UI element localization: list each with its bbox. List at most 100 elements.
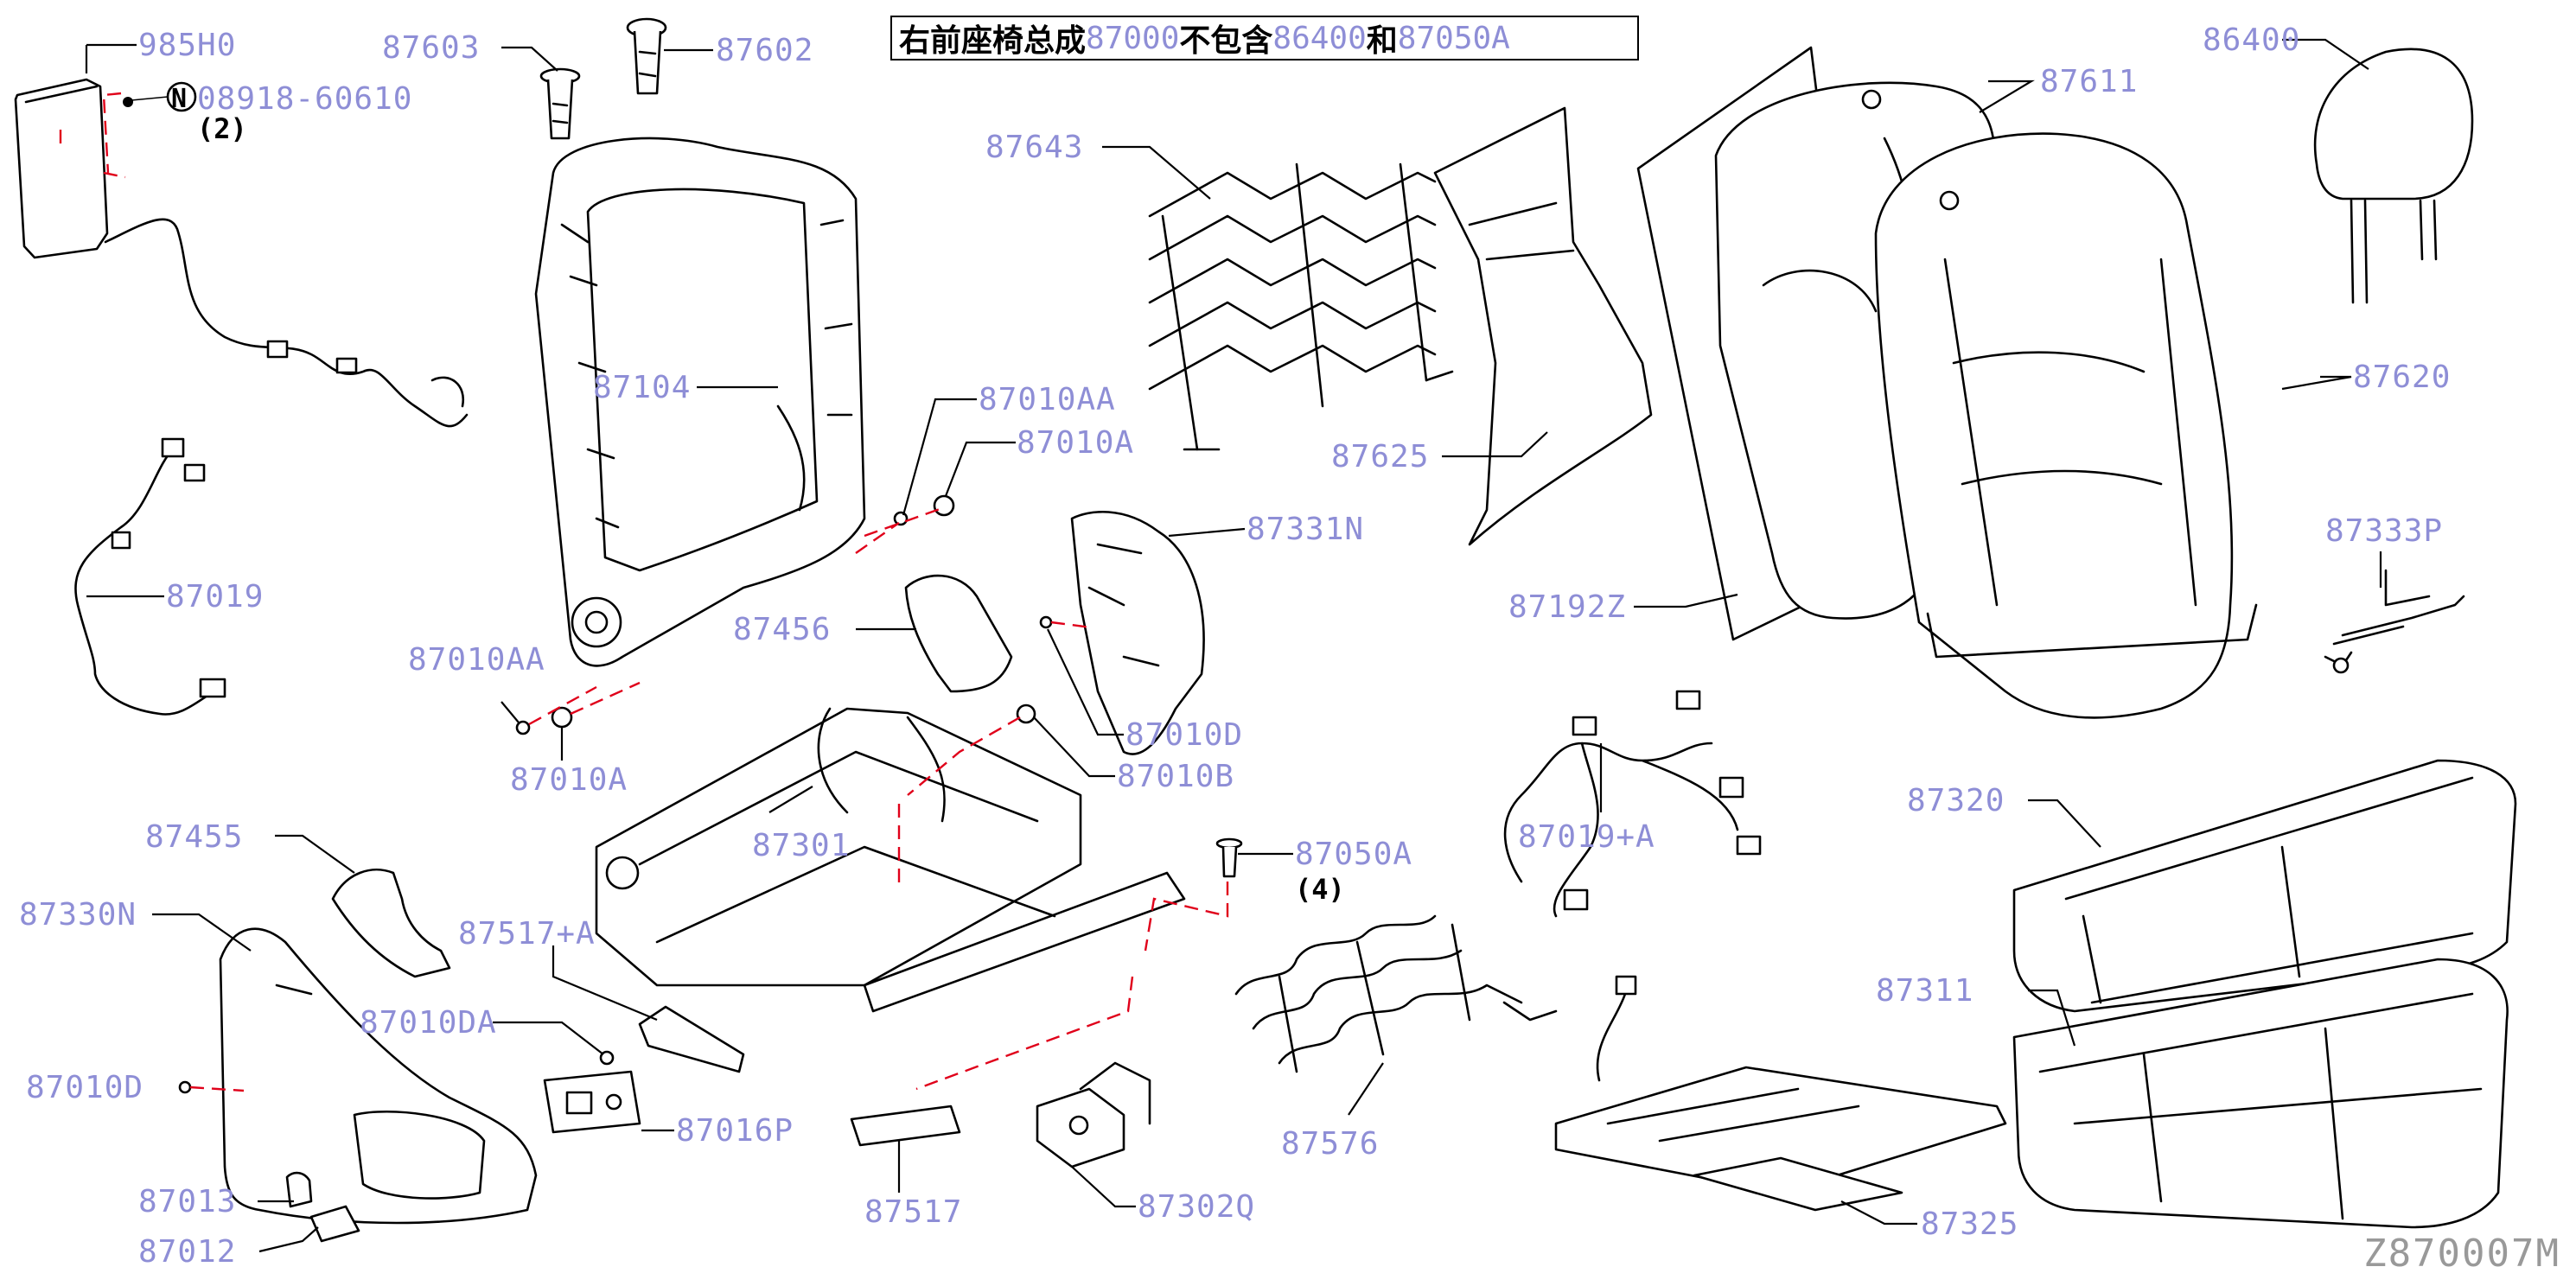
install-lines-low	[528, 681, 641, 726]
callout-985H0: 985H0	[138, 28, 236, 63]
bolt-87010B	[1016, 703, 1036, 724]
leader-08918	[131, 96, 169, 101]
screw-87010D-mid	[1039, 615, 1053, 629]
leader-87320	[2028, 799, 2101, 848]
callout-87010AA-low: 87010AA	[408, 642, 545, 678]
leader-87301	[768, 786, 813, 813]
callout-87330N: 87330N	[19, 897, 137, 933]
part-87019-harness	[74, 437, 226, 716]
callout-87301: 87301	[752, 828, 850, 863]
leader-87603	[501, 46, 558, 72]
part-87517A-cover	[638, 1005, 745, 1073]
callout-87016P: 87016P	[676, 1113, 794, 1149]
part-87603-guide	[539, 67, 581, 140]
part-87050A-bolt	[1215, 837, 1243, 878]
title-code1: 87000	[1086, 20, 1180, 56]
qty-87050A: (4)	[1295, 873, 1345, 906]
part-87104-back-frame	[534, 137, 866, 667]
bolt-87010AA-top	[893, 511, 909, 526]
install-87010B	[897, 716, 1021, 890]
callout-87576: 87576	[1281, 1126, 1379, 1162]
callout-87050A: 87050A	[1295, 837, 1412, 872]
part-87333P-bracket	[2324, 569, 2465, 674]
callout-87012: 87012	[138, 1234, 236, 1270]
callout-87010A-top: 87010A	[1017, 425, 1134, 461]
callout-87019: 87019	[166, 579, 264, 614]
callout-87311: 87311	[1876, 973, 1973, 1009]
part-87602-guide	[626, 17, 667, 95]
part-87016P-switch	[543, 1070, 641, 1134]
install-87050A	[915, 882, 1229, 1091]
part-87331N-cover	[1070, 510, 1205, 755]
callout-87010D-mid: 87010D	[1125, 717, 1243, 753]
part-87643-spring	[1148, 162, 1454, 451]
leader-86400	[2282, 38, 2369, 70]
leader-87010D-mid	[1047, 628, 1124, 736]
bolt-87010A-low	[551, 706, 573, 729]
callout-87331N: 87331N	[1247, 512, 1364, 547]
n-mark-letter: N	[171, 84, 187, 114]
callout-86400: 86400	[2203, 22, 2300, 58]
bolt-87010AA-low	[515, 720, 531, 735]
callout-87104: 87104	[593, 370, 691, 405]
callout-87010AA-top: 87010AA	[979, 382, 1116, 417]
qty-08918: (2)	[197, 112, 247, 145]
callout-87019A: 87019+A	[1518, 819, 1655, 855]
callout-08918-60610: 08918-60610	[197, 81, 412, 117]
callout-87643: 87643	[985, 130, 1083, 165]
part-87576-springs	[1234, 914, 1558, 1073]
callout-87517: 87517	[864, 1194, 962, 1230]
leader-87010DA	[493, 1021, 604, 1055]
callout-87010DA: 87010DA	[360, 1005, 497, 1041]
part-87301-cushion-frame	[595, 707, 1186, 1013]
callout-87333P: 87333P	[2325, 513, 2443, 549]
leader-87620	[2281, 375, 2352, 391]
callout-87325: 87325	[1921, 1206, 2018, 1242]
leader-87625	[1442, 431, 1548, 458]
part-87019A-harness	[1503, 690, 1762, 918]
part-87456-trim	[904, 574, 1013, 693]
leader-87302Q	[1071, 1166, 1136, 1208]
callout-87010A-low: 87010A	[510, 762, 628, 798]
callout-87603: 87603	[382, 30, 480, 66]
part-87012-knob	[309, 1205, 360, 1243]
title-code2: 86400	[1272, 20, 1367, 56]
leader-87611	[1979, 80, 2035, 113]
callout-87192Z: 87192Z	[1508, 589, 1626, 625]
leader-87331N	[1168, 527, 1246, 538]
leader-87330N	[152, 913, 252, 952]
part-87330N-shield	[219, 927, 538, 1225]
leader-87325	[1840, 1200, 1917, 1226]
install-87010D-low	[189, 1085, 245, 1092]
callout-87010B: 87010B	[1117, 759, 1234, 794]
diagram-title: 右前座椅总成 87000 不包含 86400 和 87050A	[890, 16, 1639, 60]
part-87517-bracket	[850, 1105, 961, 1147]
part-87625-pad	[1433, 106, 1653, 546]
callout-87455: 87455	[145, 819, 243, 855]
callout-87013: 87013	[138, 1184, 236, 1219]
callout-87620: 87620	[2353, 360, 2451, 395]
title-part2: 不包含	[1179, 23, 1273, 59]
leader-87576	[1348, 1062, 1384, 1116]
leader-87012	[258, 1226, 319, 1253]
part-87013-knob	[285, 1171, 313, 1208]
callout-87320: 87320	[1907, 783, 2005, 818]
drawing-number: Z870007M	[2363, 1232, 2560, 1276]
callout-87517A: 87517+A	[458, 916, 596, 952]
title-code3: 87050A	[1397, 20, 1510, 56]
title-part1: 右前座椅总成	[899, 23, 1087, 59]
install-lines-top	[855, 506, 943, 554]
part-87325-mat	[1554, 975, 2007, 1212]
leader-87010B	[1033, 716, 1115, 778]
callout-87611: 87611	[2040, 64, 2138, 99]
callout-87302Q: 87302Q	[1138, 1189, 1255, 1225]
callout-87602: 87602	[716, 33, 813, 68]
leader-87643	[1102, 145, 1211, 200]
part-87620-back-cover	[1874, 132, 2258, 719]
callout-87456: 87456	[733, 612, 831, 647]
callout-87625: 87625	[1331, 439, 1429, 474]
leader-87311	[2028, 989, 2076, 1047]
bolt-87010A-top	[933, 494, 955, 517]
title-part3: 和	[1366, 23, 1398, 59]
